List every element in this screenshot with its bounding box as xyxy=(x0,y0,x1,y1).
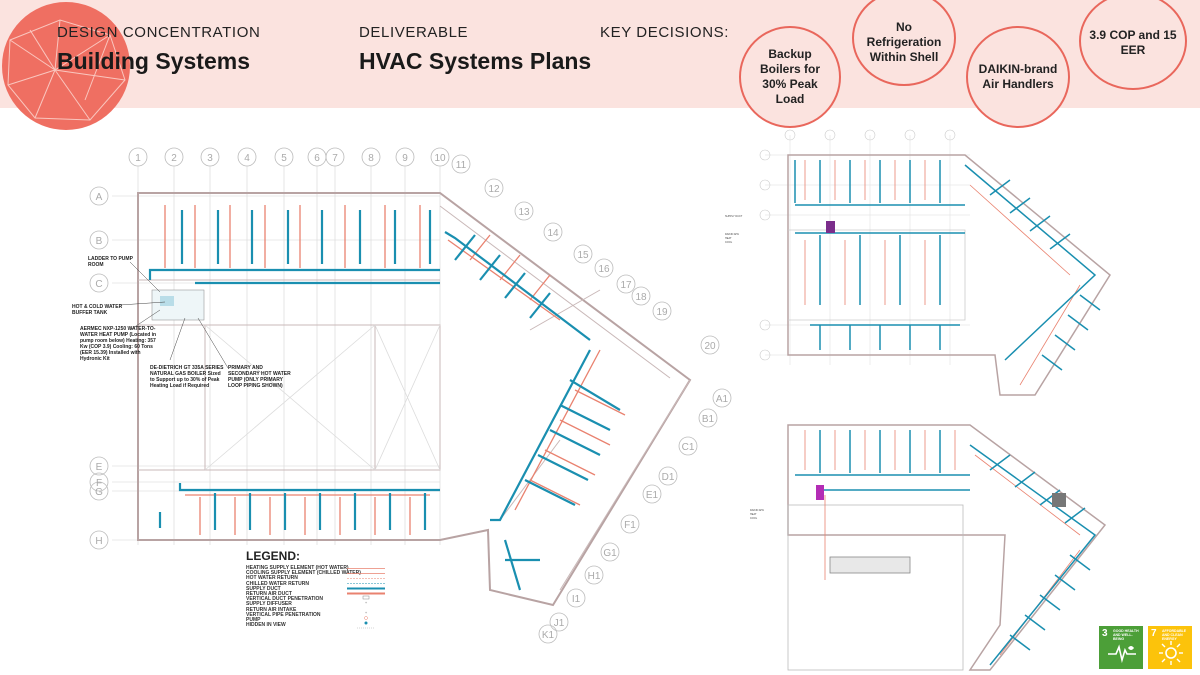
legend-item: VERTICAL DUCT PENETRATION xyxy=(246,596,324,603)
legend-list: HEATING SUPPLY ELEMENT (HOT WATER) COOLI… xyxy=(246,565,361,629)
grid-diag-label: I1 xyxy=(572,594,581,605)
annotation-pump: PRIMARY AND SECONDARY HOT WATER PUMP (ON… xyxy=(228,365,291,389)
legend-item: COOLING SUPPLY ELEMENT (CHILLED WATER) xyxy=(246,570,361,577)
grid-col-label: 16 xyxy=(598,264,610,275)
concentration-value: Building Systems xyxy=(57,48,250,74)
grid-diag-label: D1 xyxy=(662,472,675,483)
grid-col-label: 10 xyxy=(434,153,446,164)
grid-col-label: 11 xyxy=(456,160,467,171)
annotation-buffer-tank: HOT & COLD WATER BUFFER TANK xyxy=(72,304,123,316)
svg-text:HEAT: HEAT xyxy=(725,237,732,240)
grid-col-label: 18 xyxy=(635,292,647,303)
grid-diag-label: H1 xyxy=(588,571,601,582)
legend-item: PUMP xyxy=(246,617,261,624)
grid-col-label: 7 xyxy=(332,153,338,164)
grid-col-label: 12 xyxy=(488,184,500,195)
annotation-ladder: LADDER TO PUMP ROOM xyxy=(88,256,133,268)
grid-col-label: 17 xyxy=(620,280,632,291)
sdg-badge: 7 AFFORDABLE AND CLEAN ENERGY xyxy=(1148,626,1192,669)
svg-text:COOL: COOL xyxy=(725,241,733,244)
deliverable-label: DELIVERABLE xyxy=(359,24,469,41)
decision-badge: Backup Boilers for 30% Peak Load xyxy=(739,26,841,128)
sdg-number: 3 xyxy=(1102,628,1108,639)
grid-diag-label: K1 xyxy=(542,630,555,641)
grid-col-label: 3 xyxy=(207,153,213,164)
legend-item: CHILLED WATER RETURN xyxy=(246,580,309,587)
decision-badge: 3.9 COP and 15 EER xyxy=(1079,0,1187,90)
sdg-text: GOOD HEALTH AND WELL-BEING xyxy=(1113,629,1139,641)
legend-item: SUPPLY DUCT xyxy=(246,585,281,592)
legend-item: RETURN AIR DUCT xyxy=(246,591,292,598)
svg-text:+: + xyxy=(365,610,368,615)
svg-text:SUPPLY DUCT: SUPPLY DUCT xyxy=(725,215,743,218)
sdg-text: AFFORDABLE AND CLEAN ENERGY xyxy=(1162,629,1187,641)
legend-item: SUPPLY DIFFUSER xyxy=(246,601,292,608)
grid-col-label: 8 xyxy=(368,153,374,164)
grid-col-label: 4 xyxy=(244,153,250,164)
sdg-badge: 3 GOOD HEALTH AND WELL-BEING xyxy=(1099,626,1143,669)
grid-diag-label: G1 xyxy=(603,548,617,559)
grid-col-label: 6 xyxy=(314,153,320,164)
annotation-heat-pump: AERMEC NXP-1250 WATER-TO-WATER HEAT PUMP… xyxy=(80,326,157,362)
legend-item: HEATING SUPPLY ELEMENT (HOT WATER) xyxy=(246,565,349,571)
grid-col-label: 9 xyxy=(402,153,408,164)
grid-col-label: 5 xyxy=(281,153,287,164)
legend-item: HOT WATER RETURN xyxy=(246,575,298,582)
sdg-number: 7 xyxy=(1151,628,1157,639)
grid-row-label: B xyxy=(96,236,103,247)
annotation-boiler: DE-DIETRICH GT 335A SERIES NATURAL GAS B… xyxy=(150,365,224,389)
grid-row-label: G xyxy=(95,487,103,498)
grid-row-label: A xyxy=(96,192,103,203)
grid-col-label: 13 xyxy=(518,207,530,218)
legend-item: VERTICAL PIPE PENETRATION xyxy=(246,611,321,618)
grid-col-label: 20 xyxy=(704,341,716,352)
grid-row-label: E xyxy=(96,462,103,473)
svg-text:DAIKIN AHU: DAIKIN AHU xyxy=(750,509,764,512)
grid-col-label: 19 xyxy=(656,307,668,318)
grid-diag-label: E1 xyxy=(646,490,659,501)
grid-diag-label: B1 xyxy=(702,414,715,425)
grid-col-label: 14 xyxy=(547,228,559,239)
legend-title: LEGEND: xyxy=(246,549,300,563)
legend-item: HIDDEN IN VIEW xyxy=(246,622,286,629)
grid-col-label: 1 xyxy=(135,153,141,164)
key-decisions-label: KEY DECISIONS: xyxy=(600,24,729,41)
sdg-background xyxy=(1099,626,1143,669)
grid-col-label: 15 xyxy=(577,250,589,261)
sun-icon xyxy=(1159,641,1183,665)
legend-item: RETURN AIR INTAKE xyxy=(246,606,297,613)
decision-badge: DAIKIN-brand Air Handlers xyxy=(966,26,1070,128)
concentration-label: DESIGN CONCENTRATION xyxy=(57,24,261,41)
grid-row-label: H xyxy=(95,536,102,547)
legend-swatches: + + xyxy=(347,568,385,629)
grid-row-label: F xyxy=(96,478,102,489)
logo-icon xyxy=(2,2,130,130)
svg-text:HEAT: HEAT xyxy=(750,513,757,516)
decision-badge: No Refrigeration Within Shell xyxy=(852,0,956,86)
grid-diag-label: J1 xyxy=(554,618,565,629)
grid-diag-label: A1 xyxy=(716,394,729,405)
svg-text:+: + xyxy=(365,600,368,605)
deliverable-value: HVAC Systems Plans xyxy=(359,48,592,74)
grid-diag-label: F1 xyxy=(624,520,636,531)
heartbeat-icon xyxy=(1108,644,1136,664)
svg-text:DAIKIN AHU: DAIKIN AHU xyxy=(725,233,739,236)
grid-row-label: C xyxy=(95,279,102,290)
svg-text:COOL: COOL xyxy=(750,517,758,520)
grid-col-label: 2 xyxy=(171,153,177,164)
grid-diag-label: C1 xyxy=(682,442,695,453)
